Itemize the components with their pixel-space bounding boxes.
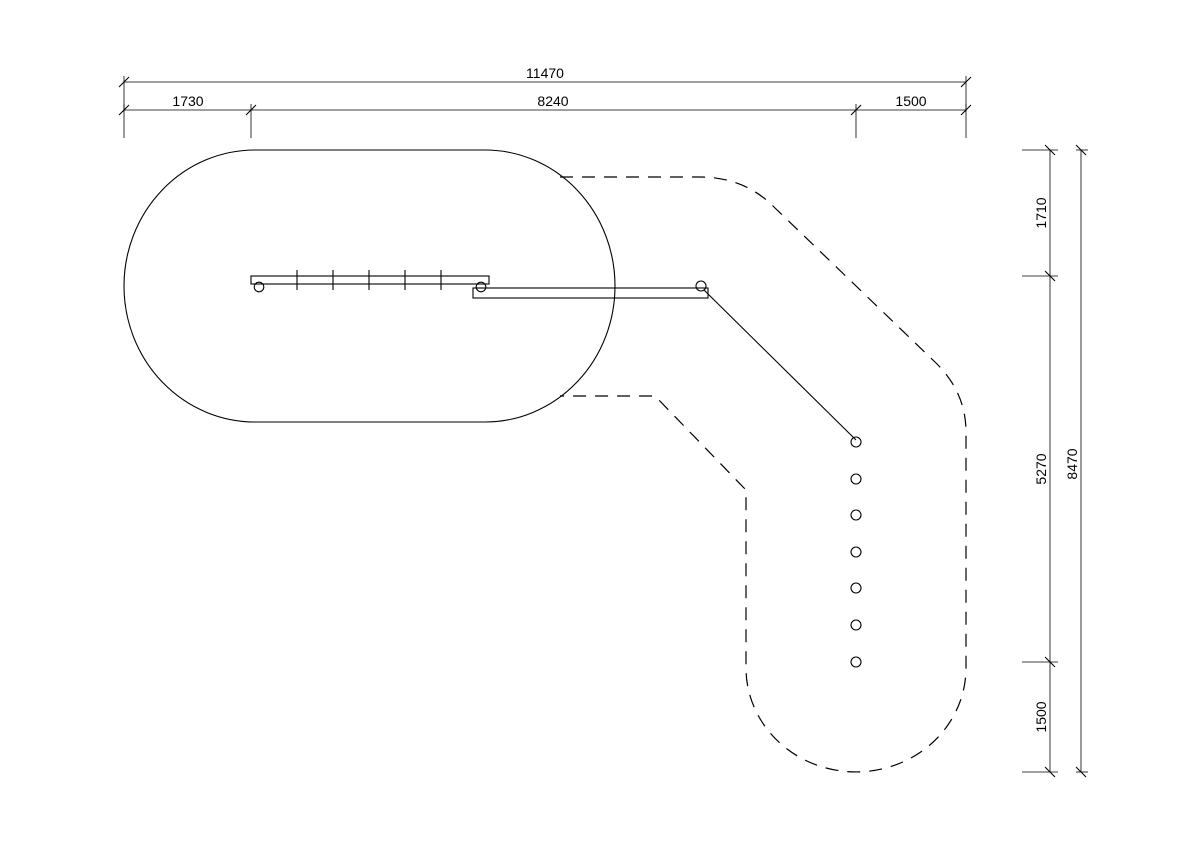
tick-mark [118, 104, 130, 116]
dim-overall-width: 11470 [526, 65, 564, 81]
tick-mark [1044, 766, 1056, 778]
dim-overall-height: 8470 [1064, 448, 1080, 479]
tick-mark [960, 76, 972, 88]
tick-mark [245, 104, 257, 116]
post-marker [253, 281, 265, 293]
dim-top-height: 1710 [1033, 197, 1049, 228]
post-marker [475, 281, 487, 293]
tick-mark [1044, 656, 1056, 668]
post-marker [850, 619, 862, 631]
dim-right-width: 1500 [895, 93, 926, 109]
stadium-outline [123, 149, 616, 423]
bar-beam-short [472, 287, 709, 299]
post-marker [695, 280, 707, 292]
dim-middle-height: 5270 [1033, 453, 1049, 484]
post-marker [850, 546, 862, 558]
tick-mark [1075, 144, 1087, 156]
dim-middle-width: 8240 [537, 93, 568, 109]
connecting-bar [472, 280, 709, 299]
top-dimensions: 11470 1730 8240 1500 [118, 65, 972, 138]
right-dimensions: 1710 5270 1500 8470 [1022, 144, 1088, 778]
swing-bar [250, 270, 490, 293]
post-marker [850, 582, 862, 594]
post-column [850, 436, 862, 668]
bar-beam [250, 275, 490, 285]
tick-mark [1044, 144, 1056, 156]
post-marker [850, 436, 862, 448]
diagonal-cable [703, 289, 857, 441]
tick-mark [118, 76, 130, 88]
post-marker [850, 509, 862, 521]
tick-mark [960, 104, 972, 116]
tick-mark [1044, 270, 1056, 282]
post-marker [850, 473, 862, 485]
dim-bottom-height: 1500 [1033, 701, 1049, 732]
tick-mark [850, 104, 862, 116]
tick-mark [1075, 766, 1087, 778]
clearance-zone-outline [560, 176, 967, 773]
dim-left-width: 1730 [172, 93, 203, 109]
post-marker [850, 656, 862, 668]
